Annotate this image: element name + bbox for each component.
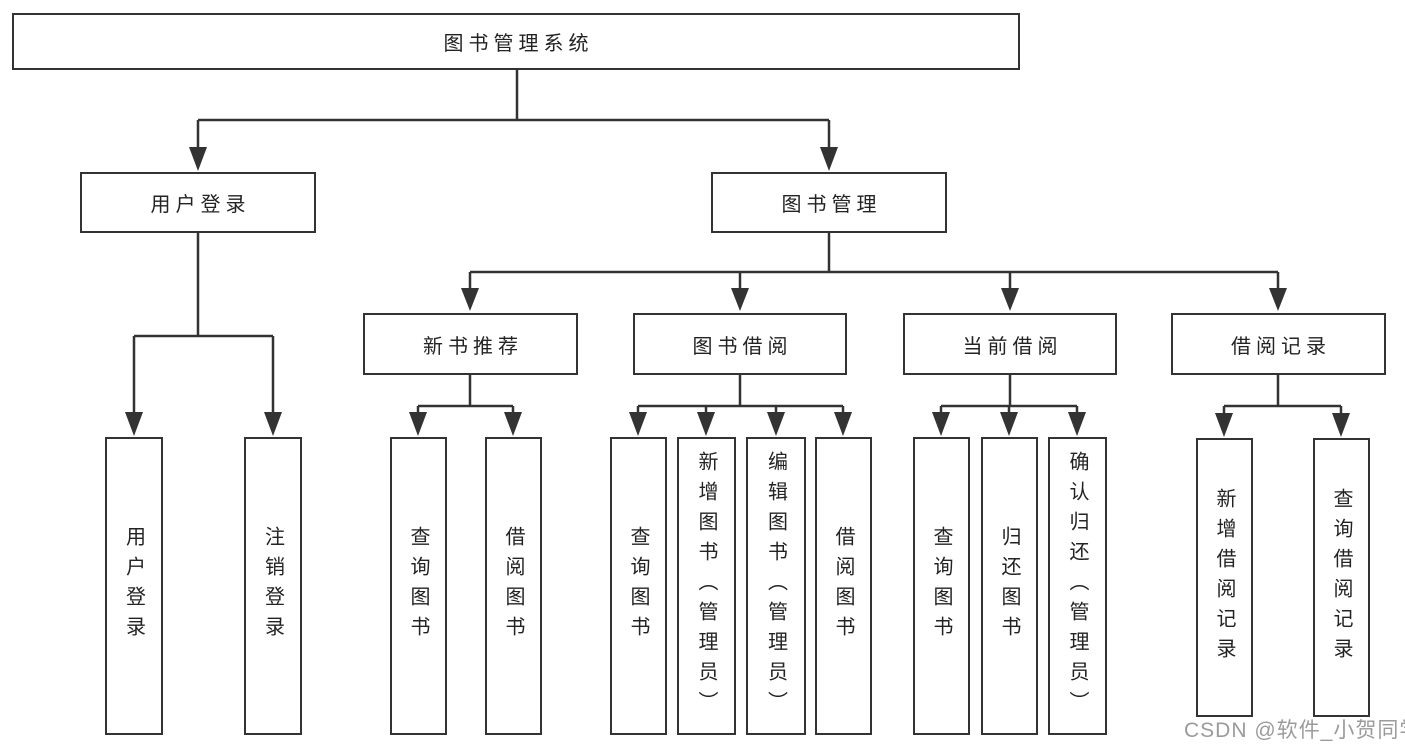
leaf-label: 注销登录 [261,526,284,646]
node-user-login: 用户登录 [80,172,316,233]
node-book-borrowing: 图书借阅 [633,313,847,375]
node-label: 图书管理 [781,194,882,216]
node-label: 图书管理系统 [443,33,594,55]
node-label: 用户登录 [150,194,251,216]
node-library-management-system: 图书管理系统 [12,13,1020,70]
leaf-label: 用户登录 [122,526,145,646]
leaf-label: 归还图书 [998,526,1020,646]
node-label: 新书推荐 [423,335,523,358]
leaf-query-books-under-recommend: 查询图书 [390,437,447,735]
leaf-label: 查询图书 [930,526,952,646]
node-current-borrowing: 当前借阅 [903,313,1117,375]
leaf-add-borrow-record: 新增借阅记录 [1196,438,1253,717]
node-label: 当前借阅 [962,335,1063,358]
leaf-label: 借阅图书 [502,526,524,646]
leaf-label: 编辑图书（管理员） [764,451,787,721]
node-new-book-recommend: 新书推荐 [363,313,578,375]
leaf-label: 查询借阅记录 [1330,487,1352,668]
leaf-label: 借阅图书 [832,526,854,646]
leaf-query-books-under-current: 查询图书 [913,437,970,735]
node-book-management: 图书管理 [711,172,947,233]
leaf-label: 查询图书 [627,526,649,646]
leaf-borrow-books-under-borrowing: 借阅图书 [815,437,872,735]
leaf-label: 新增图书（管理员） [695,451,717,721]
csdn-watermark: CSDN @软件_小贺同学 [1184,719,1405,742]
leaf-add-books-admin: 新增图书（管理员） [677,437,736,735]
node-label: 借阅记录 [1231,335,1331,358]
leaf-borrow-books-under-recommend: 借阅图书 [485,437,542,735]
leaf-user-login: 用户登录 [105,437,163,735]
leaf-confirm-return-admin: 确认归还（管理员） [1048,437,1107,735]
node-borrow-records: 借阅记录 [1171,313,1386,375]
node-label: 图书借阅 [692,335,793,358]
leaf-edit-books-admin: 编辑图书（管理员） [746,437,806,735]
leaf-query-borrow-record: 查询借阅记录 [1313,438,1370,717]
leaf-label: 确认归还（管理员） [1066,451,1088,721]
leaf-label: 查询图书 [407,526,429,646]
leaf-logout-login: 注销登录 [244,437,302,735]
arrowheads [125,147,1350,437]
leaf-return-books: 归还图书 [981,437,1038,735]
leaf-query-books-under-borrowing: 查询图书 [610,437,667,735]
leaf-label: 新增借阅记录 [1213,487,1235,668]
